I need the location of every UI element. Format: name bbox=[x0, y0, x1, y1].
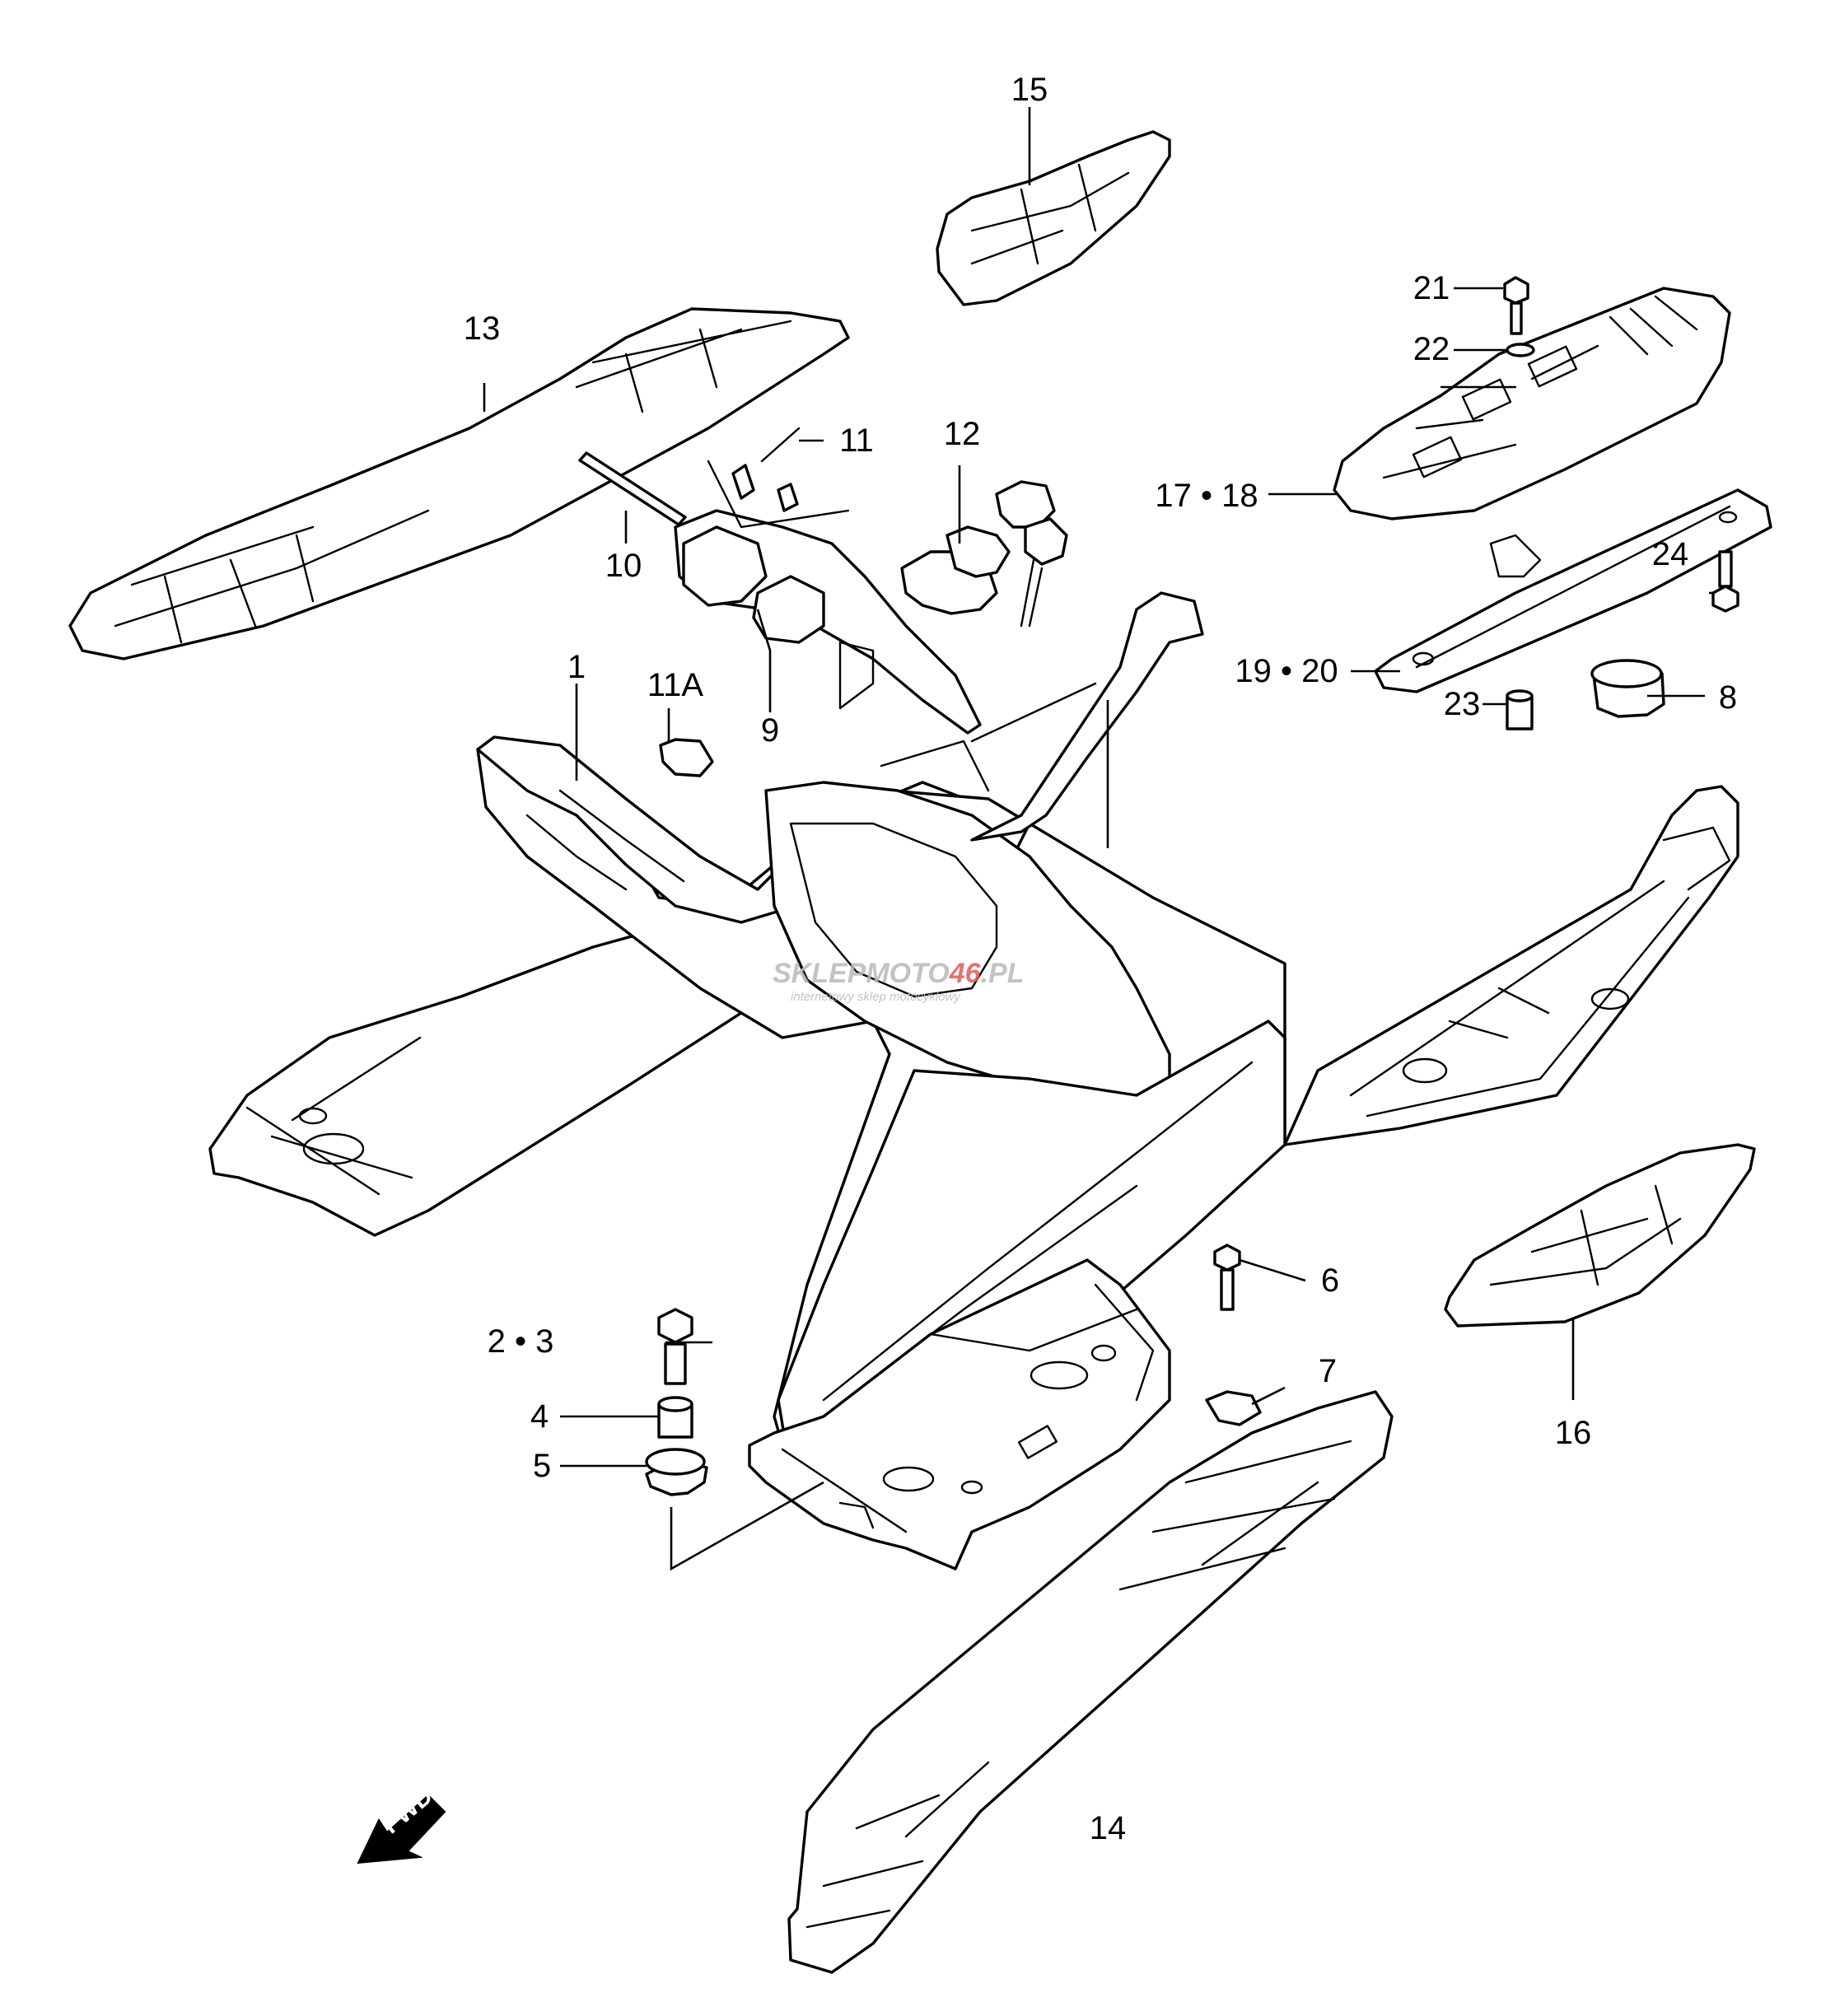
leader-lines bbox=[483, 107, 1713, 1571]
fwd-arrow-icon: FWD bbox=[357, 1782, 446, 1864]
label-7: 7 bbox=[1319, 1353, 1337, 1389]
label-9: 9 bbox=[761, 712, 779, 749]
label-10: 10 bbox=[605, 548, 642, 584]
label-6: 6 bbox=[1321, 1262, 1339, 1299]
grommet-5 bbox=[645, 1448, 708, 1496]
watermark-brand-a: SKLEP bbox=[773, 958, 866, 989]
label-21: 21 bbox=[1413, 270, 1450, 306]
part-labels: 15 13 11 12 10 1 11A 9 21 22 17 • 18 24 … bbox=[464, 72, 1737, 1846]
washer-22 bbox=[1506, 343, 1535, 357]
label-22: 22 bbox=[1413, 331, 1450, 367]
label-24: 24 bbox=[1652, 536, 1689, 572]
frame-cover-part bbox=[208, 591, 1739, 1570]
nut-clip-7 bbox=[1205, 1390, 1262, 1426]
clip-11A bbox=[659, 738, 714, 777]
rail-mat-13 bbox=[68, 307, 850, 660]
svg-text:SKLEPMOTO46.PL: SKLEPMOTO46.PL bbox=[773, 958, 1024, 989]
label-19-20: 19 • 20 bbox=[1235, 653, 1338, 689]
watermark-brand-d: .PL bbox=[981, 958, 1025, 989]
lock-bracket-9 bbox=[674, 509, 982, 735]
label-8: 8 bbox=[1719, 679, 1737, 716]
label-13: 13 bbox=[464, 310, 501, 347]
label-11A: 11A bbox=[647, 667, 704, 703]
label-11: 11 bbox=[839, 422, 874, 459]
watermark-brand-c: 46 bbox=[949, 958, 982, 989]
pins-11 bbox=[707, 427, 850, 529]
spacer-23 bbox=[1506, 689, 1534, 730]
step-mat-16 bbox=[1444, 1143, 1756, 1328]
label-5: 5 bbox=[533, 1448, 551, 1484]
label-15: 15 bbox=[1011, 72, 1048, 108]
pin-10 bbox=[578, 451, 687, 526]
bolt-2-3 bbox=[657, 1308, 693, 1385]
label-2-3: 2 • 3 bbox=[488, 1323, 554, 1360]
label-14: 14 bbox=[1090, 1810, 1127, 1846]
floor-mat-14 bbox=[787, 1390, 1394, 1974]
footrest-17-18 bbox=[1333, 287, 1731, 520]
collar-4 bbox=[657, 1396, 693, 1439]
label-17-18: 17 • 18 bbox=[1155, 478, 1258, 514]
cap-8 bbox=[1590, 659, 1665, 718]
bolt-21 bbox=[1503, 276, 1529, 335]
lock-set-12 bbox=[900, 480, 1068, 628]
label-23: 23 bbox=[1444, 686, 1481, 722]
watermark: SKLEPMOTO46.PL internetowy sklep motocyk… bbox=[773, 958, 1024, 1004]
watermark-tagline: internetowy sklep motocyklowy bbox=[791, 990, 961, 1004]
label-4: 4 bbox=[530, 1398, 549, 1435]
label-12: 12 bbox=[944, 416, 981, 452]
step-mat-15 bbox=[936, 130, 1171, 306]
label-1: 1 bbox=[567, 649, 586, 685]
label-16: 16 bbox=[1555, 1415, 1592, 1451]
screw-24 bbox=[1711, 550, 1739, 613]
bracket-19-20 bbox=[1374, 488, 1772, 693]
watermark-brand-b: MOTO bbox=[866, 958, 949, 989]
screw-6 bbox=[1213, 1244, 1241, 1311]
